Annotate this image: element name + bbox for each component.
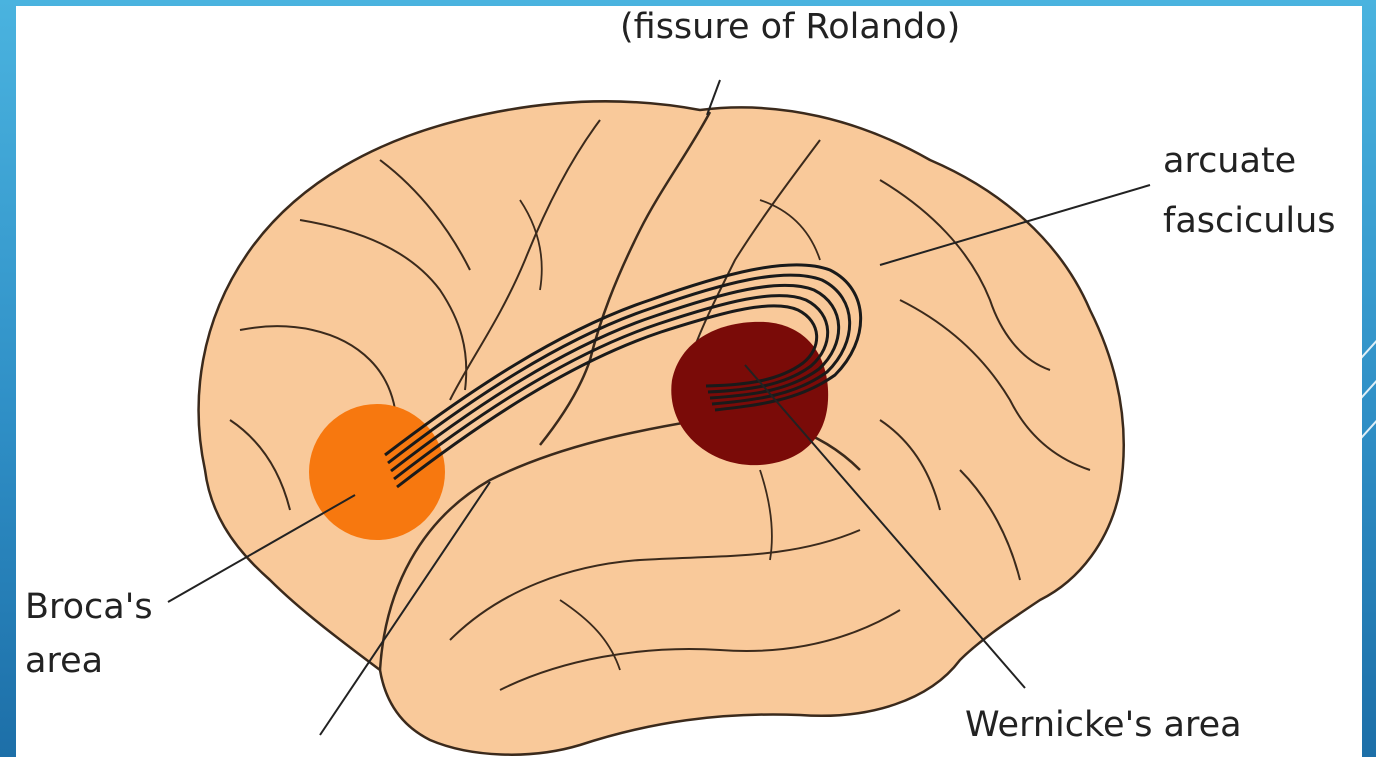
label-arcuate-line2: fasciculus xyxy=(1163,200,1336,242)
label-arcuate-fasciculus: arcuate fasciculus xyxy=(1163,140,1336,242)
label-arcuate-line1: arcuate xyxy=(1163,140,1336,182)
label-broca-line2: area xyxy=(25,640,153,682)
label-fissure-of-rolando: (fissure of Rolando) xyxy=(620,6,960,48)
brain-diagram xyxy=(16,6,1362,757)
label-broca-line1: Broca's xyxy=(25,586,153,628)
label-wernickes-area: Wernicke's area xyxy=(965,704,1242,746)
diagram-panel xyxy=(16,6,1362,757)
label-brocas-area: Broca's area xyxy=(25,586,153,682)
